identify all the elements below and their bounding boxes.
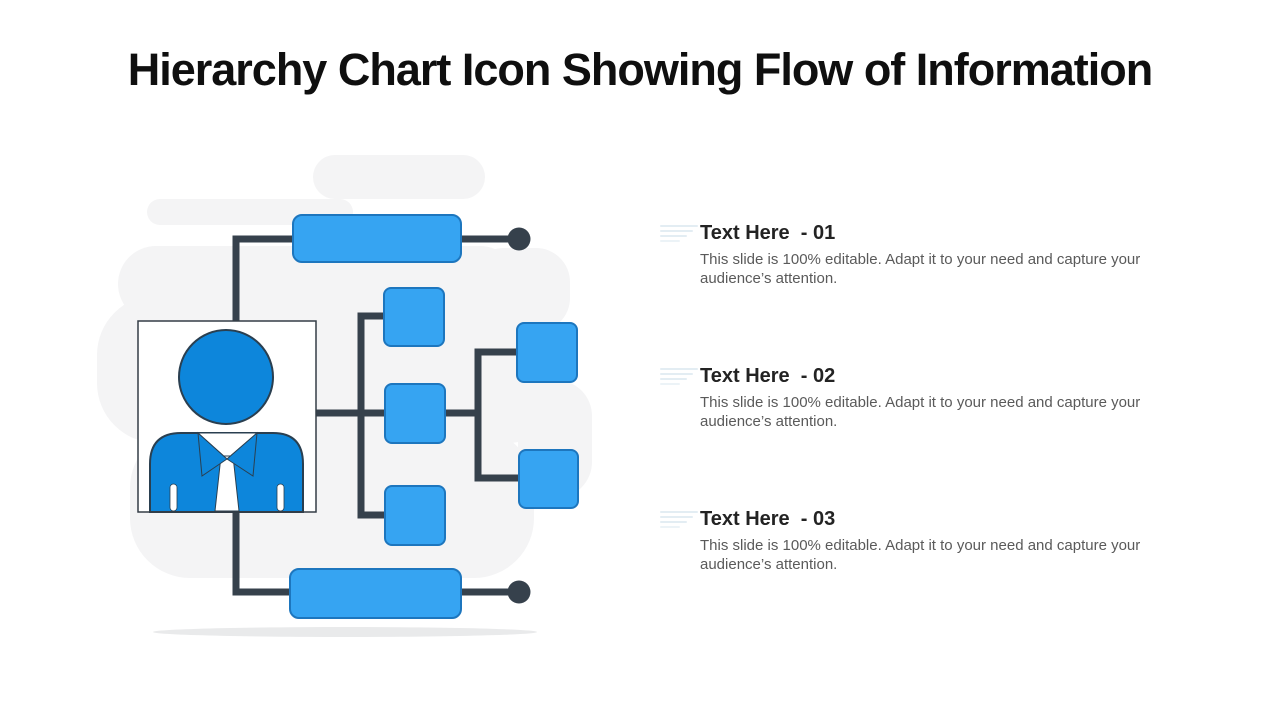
text-lines-icon (660, 368, 698, 388)
top-end-dot (507, 227, 531, 251)
text-lines-icon (660, 225, 698, 245)
sleeve-slit-left (169, 483, 178, 512)
bottom-end-dot (507, 580, 531, 604)
connector-branch-1 (357, 312, 385, 519)
text-lines-icon (660, 511, 698, 531)
person-photo-node (137, 320, 317, 513)
slide-title: Hierarchy Chart Icon Showing Flow of Inf… (127, 44, 1154, 95)
ground-shadow-ellipse (153, 627, 537, 637)
text-block-1-description: This slide is 100% editable. Adapt it to… (700, 251, 1141, 287)
node-square-mid-2 (384, 383, 446, 444)
connector-bottom-bar (232, 512, 290, 596)
photo-frame-border (137, 320, 317, 513)
node-square-right-1 (516, 322, 578, 383)
hierarchy-nodes (289, 214, 579, 619)
node-bar-top (292, 214, 462, 263)
text-block-1: Text Here - 01 This slide is 100% editab… (660, 222, 1180, 288)
connector-branch-2 (474, 348, 519, 482)
sleeve-slit-right (276, 483, 285, 512)
text-block-2-heading: Text Here - 02 (700, 365, 836, 387)
lapel-left (197, 431, 228, 477)
text-block-3: Text Here - 03 This slide is 100% editab… (660, 508, 1180, 574)
lapel-right (226, 431, 258, 477)
text-block-2: Text Here - 02 This slide is 100% editab… (660, 365, 1180, 431)
text-block-2-description: This slide is 100% editable. Adapt it to… (700, 394, 1141, 430)
text-block-3-heading: Text Here - 03 (700, 508, 836, 530)
text-block-3-description: This slide is 100% editable. Adapt it to… (700, 537, 1141, 573)
hierarchy-chart-illustration (97, 155, 592, 637)
node-square-mid-3 (384, 485, 446, 546)
tie (214, 455, 240, 512)
connector-top-bar (232, 235, 293, 321)
node-bar-bottom (289, 568, 462, 619)
node-square-mid-1 (383, 287, 445, 347)
person-head (178, 329, 274, 425)
text-block-1-heading: Text Here - 01 (700, 222, 836, 244)
node-square-right-2 (518, 449, 579, 509)
